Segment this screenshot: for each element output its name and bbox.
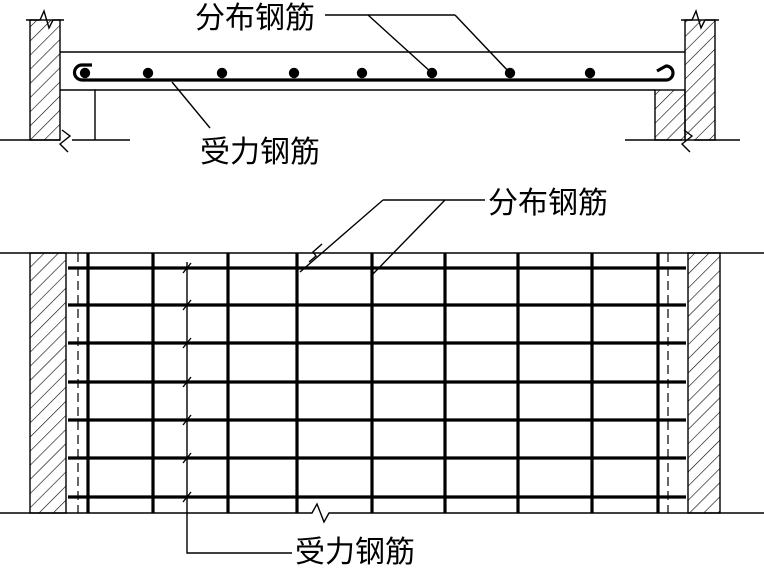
plan-main-bar-label: 受力钢筋 <box>295 535 415 568</box>
section-distribution-bar-dots <box>79 67 596 79</box>
plan-main-bar-tick <box>182 337 192 349</box>
section-distribution-bar-dot <box>216 67 228 79</box>
section-main-bar <box>72 63 675 82</box>
section-distribution-bar-dot <box>584 67 596 79</box>
section-right-wall-hatch <box>684 19 716 141</box>
section-left-wall-hatch <box>29 19 61 141</box>
plan-horizontal-bars <box>68 266 686 499</box>
section-left-bottom-break <box>58 129 72 153</box>
section-main-bar-label: 受力钢筋 <box>200 135 320 170</box>
section-right-bottom-break <box>680 129 694 153</box>
section-distribution-bar-dot <box>288 67 300 79</box>
section-distribution-bar-dot <box>142 67 154 79</box>
plan-main-bar-tick <box>182 452 192 464</box>
section-distribution-bar-leader <box>325 14 511 74</box>
section-left-wall <box>0 8 130 153</box>
plan-main-bar-tick <box>182 491 192 503</box>
plan-main-bar-tick <box>182 299 192 311</box>
section-distribution-bar-dot <box>356 67 368 79</box>
section-left-top-break <box>26 8 64 30</box>
plan-main-bar-ticks <box>182 262 192 503</box>
plan-main-bar-tick <box>182 414 192 426</box>
section-view: 分布钢筋 受力钢筋 <box>0 1 740 170</box>
plan-distribution-bar-label: 分布钢筋 <box>488 186 608 221</box>
plan-main-bar-tick <box>182 262 192 274</box>
plan-distribution-bar-leader <box>299 199 485 276</box>
section-right-top-break <box>681 8 719 30</box>
section-right-wall <box>625 8 740 153</box>
plan-bottom-edge-with-break <box>0 502 764 524</box>
section-main-bar-leader <box>171 81 211 129</box>
section-right-support-hatch <box>654 89 686 141</box>
plan-main-bar-leader <box>186 262 292 554</box>
plan-left-wall <box>29 252 67 514</box>
section-distribution-bar-label: 分布钢筋 <box>195 1 315 36</box>
plan-right-wall <box>687 252 721 514</box>
section-distribution-bar-dot <box>79 67 91 79</box>
plan-view: 分布钢筋 受力钢筋 <box>0 186 764 568</box>
plan-main-bar-tick <box>182 376 192 388</box>
plan-top-break-mark <box>308 243 323 263</box>
